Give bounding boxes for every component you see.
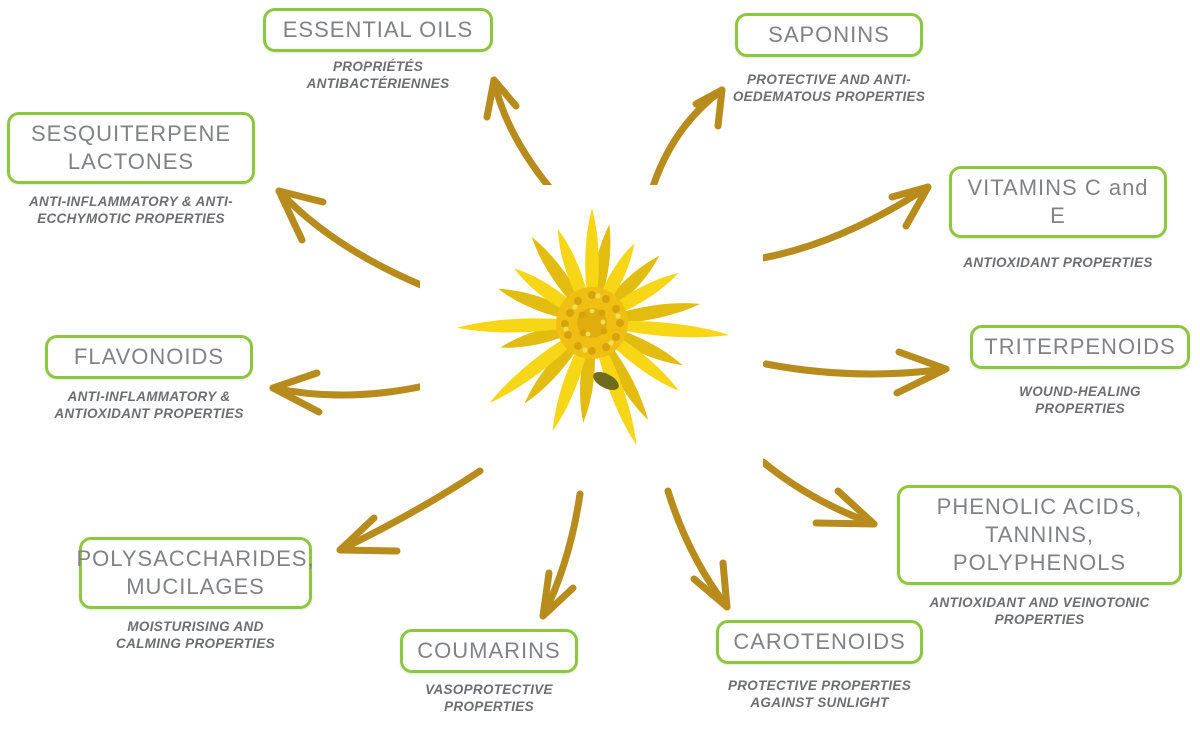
node-phenolic-acids: PHENOLIC ACIDS, TANNINS, POLYPHENOLS ANT… <box>897 485 1182 629</box>
compound-properties: PROTECTIVE PROPERTIES AGAINST SUNLIGHT <box>727 678 912 711</box>
compound-properties: PROTECTIVE AND ANTI-OEDEMATOUS PROPERTIE… <box>732 72 926 105</box>
compound-properties: ANTI-INFLAMMATORY & ANTI-ECCHYMOTIC PROP… <box>29 194 233 227</box>
arrow-essential-oils <box>483 76 564 204</box>
compound-box-vitamins-c-and-e: VITAMINS C and E <box>949 166 1167 239</box>
arrow-vitamins-c-and-e <box>759 183 932 262</box>
compound-box-sesquiterpene-lactones: SESQUITERPENE LACTONES <box>7 112 255 185</box>
arrow-polysaccharides-mucilages <box>336 467 484 555</box>
flower-disc <box>556 287 628 391</box>
arrow-phenolic-acids <box>759 458 878 528</box>
compound-box-carotenoids: CAROTENOIDS <box>716 620 923 665</box>
compound-box-polysaccharides-mucilages: POLYSACCHARIDES, MUCILAGES <box>76 537 315 610</box>
compound-properties: PROPRIÉTÉS ANTIBACTÉRIENNES <box>306 59 450 92</box>
compound-label: COUMARINS <box>417 638 561 663</box>
node-polysaccharides-mucilages: POLYSACCHARIDES, MUCILAGES MOISTURISING … <box>76 537 315 653</box>
node-flavonoids: FLAVONOIDS ANTI-INFLAMMATORY & ANTIOXIDA… <box>45 335 253 423</box>
compound-label: FLAVONOIDS <box>73 344 225 369</box>
compound-label: CAROTENOIDS <box>733 629 906 654</box>
node-coumarins: COUMARINS VASOPROTECTIVE PROPERTIES <box>400 629 578 716</box>
arrow-coumarins <box>539 490 584 620</box>
node-carotenoids: CAROTENOIDS PROTECTIVE PROPERTIES AGAINS… <box>716 620 923 712</box>
node-essential-oils: ESSENTIAL OILS PROPRIÉTÉS ANTIBACTÉRIENN… <box>263 8 493 93</box>
arrow-carotenoids <box>664 487 731 611</box>
arrow-sesquiterpene-lactones <box>275 187 442 296</box>
compound-properties: WOUND-HEALING PROPERTIES <box>1019 384 1141 417</box>
compound-properties: ANTIOXIDANT AND VEINOTONIC PROPERTIES <box>929 595 1150 628</box>
arrow-flavonoids <box>269 369 428 416</box>
arrow-triterpenoids <box>762 348 950 397</box>
compound-label: SESQUITERPENE LACTONES <box>30 121 232 175</box>
node-saponins: SAPONINS PROTECTIVE AND ANTI-OEDEMATOUS … <box>733 13 925 106</box>
node-vitamins-c-and-e: VITAMINS C and E ANTIOXIDANT PROPERTIES <box>949 166 1167 272</box>
compound-properties: ANTIOXIDANT PROPERTIES <box>963 255 1153 271</box>
arrow-saponins <box>646 86 726 200</box>
compound-box-coumarins: COUMARINS <box>400 629 578 674</box>
compound-label: SAPONINS <box>768 22 890 47</box>
compound-label: VITAMINS C and E <box>967 175 1149 229</box>
compound-box-saponins: SAPONINS <box>735 13 923 58</box>
compound-label: ESSENTIAL OILS <box>282 17 474 42</box>
node-triterpenoids: TRITERPENOIDS WOUND-HEALING PROPERTIES <box>970 325 1190 418</box>
compound-box-phenolic-acids: PHENOLIC ACIDS, TANNINS, POLYPHENOLS <box>897 485 1182 586</box>
compound-box-essential-oils: ESSENTIAL OILS <box>263 8 493 53</box>
arnica-flower-image <box>420 185 763 467</box>
compound-label: POLYSACCHARIDES, MUCILAGES <box>76 546 315 600</box>
compound-label: TRITERPENOIDS <box>984 334 1176 359</box>
compound-box-triterpenoids: TRITERPENOIDS <box>970 325 1190 370</box>
compound-properties: VASOPROTECTIVE PROPERTIES <box>425 682 553 715</box>
compound-label: PHENOLIC ACIDS, TANNINS, POLYPHENOLS <box>936 494 1143 576</box>
compound-properties: MOISTURISING AND CALMING PROPERTIES <box>116 619 275 652</box>
compound-properties: ANTI-INFLAMMATORY & ANTIOXIDANT PROPERTI… <box>54 389 244 422</box>
node-sesquiterpene-lactones: SESQUITERPENE LACTONES ANTI-INFLAMMATORY… <box>7 112 255 228</box>
compound-box-flavonoids: FLAVONOIDS <box>45 335 253 380</box>
